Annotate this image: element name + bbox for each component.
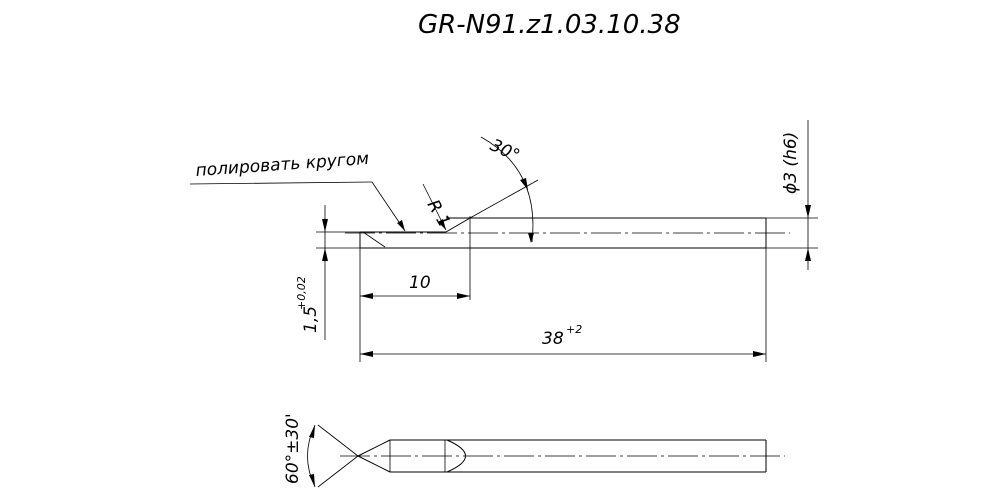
radius-arrow xyxy=(438,219,446,230)
thickness-arrow-bottom xyxy=(322,248,328,261)
point-angle-ext-upper xyxy=(317,424,359,457)
thickness-label: 1,5 xyxy=(301,306,321,333)
total-length-dim: 38 +2 xyxy=(360,248,767,362)
tip-angle-dim: 30° xyxy=(469,135,539,243)
diameter-arrow-bottom xyxy=(805,248,811,261)
angle-extension xyxy=(469,179,539,219)
thickness-tolerance: +0,02 xyxy=(295,276,308,310)
polish-arrow xyxy=(397,220,405,231)
tip-length-dim: 10 xyxy=(359,248,470,362)
tip-angle-label: 30° xyxy=(487,135,523,166)
diameter-arrow-top xyxy=(805,205,811,218)
side-view xyxy=(345,216,790,300)
angle-arrow-top xyxy=(520,178,528,190)
diameter-label: ϕ3 (h6) xyxy=(781,132,801,194)
thickness-dim: 1,5 +0,02 xyxy=(295,205,360,340)
total-length-label: 38 xyxy=(542,329,564,349)
point-angle-dim: 60°±30' xyxy=(283,413,359,488)
drawing-title: GR-N91.z1.03.10.38 xyxy=(418,10,681,40)
total-length-arrow-right xyxy=(753,351,766,357)
radius-note: R 1 xyxy=(422,183,454,231)
total-length-arrow-left xyxy=(360,351,373,357)
thickness-arrow-top xyxy=(322,219,328,232)
tip-length-arrow-right xyxy=(457,293,470,299)
total-length-tolerance: +2 xyxy=(566,323,582,336)
tip-chamfer xyxy=(445,217,471,233)
point-angle-arrow-top xyxy=(309,425,315,438)
tip-length-label: 10 xyxy=(409,273,431,293)
polish-note-label: полировать кругом xyxy=(195,149,370,181)
angle-arrow-bottom xyxy=(528,233,534,243)
tip-bevel-line xyxy=(362,231,386,248)
point-angle-ext-lower xyxy=(317,455,359,488)
top-view-point-upper xyxy=(357,439,391,457)
tip-length-arrow-left xyxy=(360,293,373,299)
diameter-dim: ϕ3 (h6) xyxy=(766,120,818,270)
radius-label: R 1 xyxy=(423,197,454,231)
polish-note: полировать кругом xyxy=(189,149,406,232)
top-view-point-lower xyxy=(357,455,391,473)
polish-leader-shelf xyxy=(189,181,373,185)
top-view xyxy=(340,439,785,473)
point-angle-arrow-bottom xyxy=(309,474,315,487)
point-angle-label: 60°±30' xyxy=(283,413,303,484)
